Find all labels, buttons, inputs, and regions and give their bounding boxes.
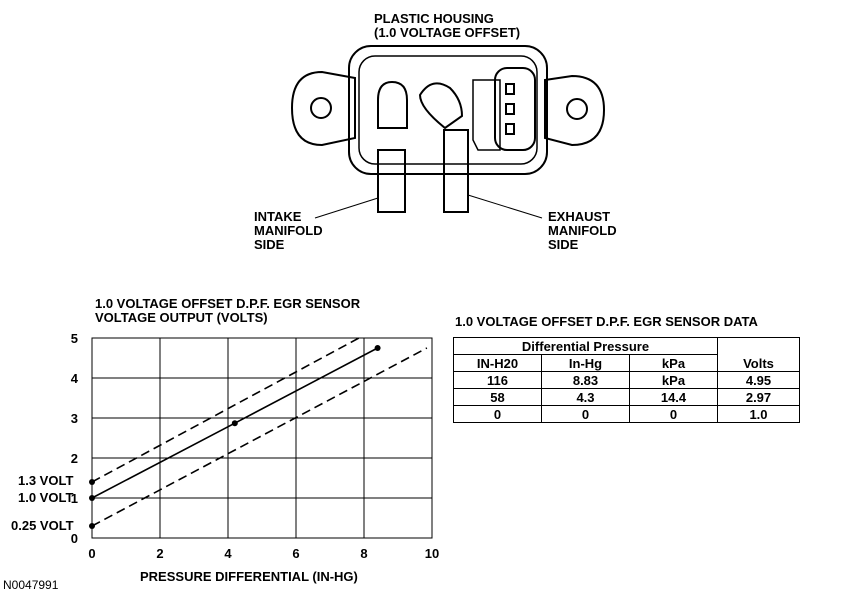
connector-pin — [505, 123, 515, 135]
y-tick-label: 3 — [71, 411, 78, 426]
table-row: 116 8.83 kPa 4.95 — [453, 371, 800, 389]
x-tick-label: 2 — [156, 546, 163, 561]
exhaust-label: EXHAUST MANIFOLD SIDE — [548, 209, 617, 252]
annotation-0-25-volt: 0.25 VOLT — [11, 518, 74, 533]
y-tick-label: 0 — [71, 531, 78, 546]
table-title: 1.0 VOLTAGE OFFSET D.P.F. EGR SENSOR DAT… — [455, 314, 758, 329]
chart-title: 1.0 VOLTAGE OFFSET D.P.F. EGR SENSOR VOL… — [95, 296, 361, 325]
data-point — [89, 523, 95, 529]
table-cell: 116 — [453, 371, 542, 389]
data-point — [89, 495, 95, 501]
table-row: 0 0 0 1.0 — [453, 405, 800, 423]
x-tick-label: 0 — [88, 546, 95, 561]
table-cell: 4.95 — [717, 371, 800, 389]
intake-tube — [377, 149, 406, 213]
header-kpa: kPa — [629, 354, 718, 372]
mount-hole-left — [310, 97, 332, 119]
plot-frame — [91, 337, 433, 539]
intake-leader — [314, 197, 379, 219]
header-in-hg: In-Hg — [541, 354, 630, 372]
data-point — [374, 345, 381, 351]
mount-hole-right — [566, 98, 588, 120]
x-tick-label: 10 — [425, 546, 439, 561]
mounting-flange — [290, 70, 606, 147]
annotation-1-0-volt: 1.0 VOLT — [18, 490, 74, 505]
annotation-1-3-volt: 1.3 VOLT — [18, 473, 74, 488]
table-cell: 8.83 — [541, 371, 630, 389]
x-tick-label: 8 — [360, 546, 367, 561]
table-cell: 1.0 — [717, 405, 800, 423]
x-axis-label: PRESSURE DIFFERENTIAL (IN-HG) — [140, 569, 358, 584]
housing-body — [348, 45, 548, 175]
x-tick-label: 6 — [292, 546, 299, 561]
connector — [494, 67, 536, 151]
y-tick-label: 2 — [71, 451, 78, 466]
exhaust-tube — [443, 129, 469, 213]
header-in-h20: IN-H20 — [453, 354, 542, 372]
table-row: 58 4.3 14.4 2.97 — [453, 388, 800, 406]
sensor-data-table: Differential Pressure Volts IN-H20 In-Hg… — [453, 337, 800, 423]
exhaust-leader — [467, 194, 543, 219]
sensor-diagram — [290, 45, 606, 219]
exhaust-port — [418, 82, 464, 130]
y-tick-label: 1 — [71, 491, 78, 506]
connector-pin — [505, 83, 515, 95]
data-point — [89, 479, 95, 485]
y-tick-label: 5 — [71, 331, 78, 346]
table-cell: 58 — [453, 388, 542, 406]
table-cell: 0 — [541, 405, 630, 423]
dashed-limit-line — [91, 347, 428, 527]
x-tick-label: 4 — [224, 546, 232, 561]
dashed-limit-line — [91, 337, 360, 483]
figure-id: N0047991 — [3, 578, 59, 592]
header-volts: Volts — [717, 337, 800, 372]
table-cell: 2.97 — [717, 388, 800, 406]
intake-label: INTAKE MANIFOLD SIDE — [254, 209, 323, 252]
table-cell: 14.4 — [629, 388, 718, 406]
housing-label: PLASTIC HOUSING (1.0 VOLTAGE OFFSET) — [374, 11, 521, 40]
table-cell: 0 — [453, 405, 542, 423]
data-point — [231, 420, 238, 427]
connector-pin — [505, 103, 515, 115]
group-header: Differential Pressure — [453, 337, 718, 355]
table-cell: 0 — [629, 405, 718, 423]
table-cell: 4.3 — [541, 388, 630, 406]
y-tick-label: 4 — [71, 371, 79, 386]
table-cell: kPa — [629, 371, 718, 389]
intake-port — [377, 80, 408, 129]
housing-inner — [358, 55, 538, 165]
